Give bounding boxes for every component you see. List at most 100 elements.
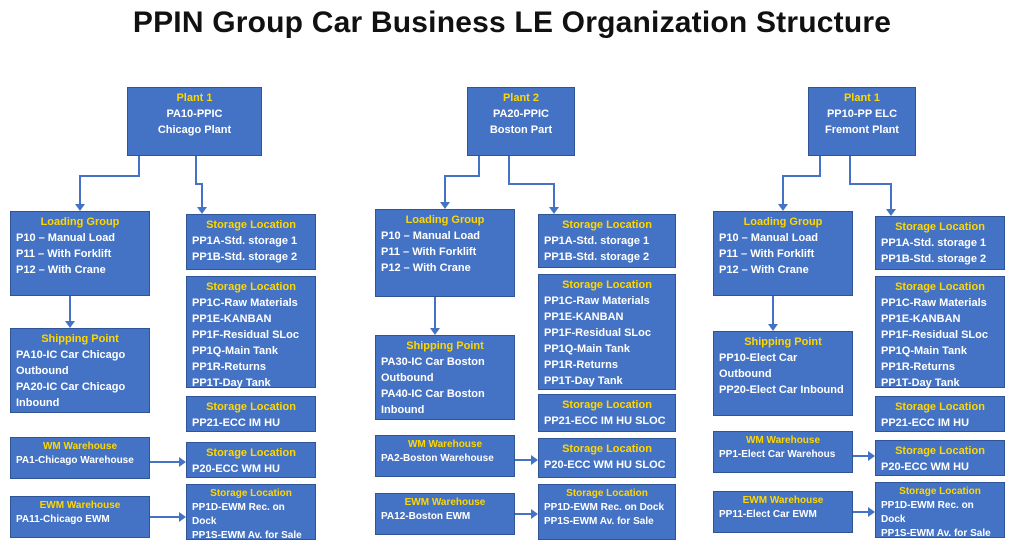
storage-location-box-header: Storage Location <box>566 488 648 499</box>
loading-group-box-header: Loading Group <box>743 216 823 228</box>
wm-warehouse-box-header: WM Warehouse <box>407 439 483 450</box>
plant-to-loading-group-connector <box>79 156 140 209</box>
plant-to-loading-group-connector <box>782 156 821 209</box>
storage-location-box-line: P20-ECC WM HU SLOC <box>544 459 666 471</box>
loading-group-box-header: Loading Group <box>405 214 485 226</box>
loading-group-box-line: P12 – With Crane <box>16 264 106 276</box>
ewm-warehouse-box-line: PA11-Chicago EWM <box>16 514 110 525</box>
storage-location-box-line: PP1Q-Main Tank <box>881 345 967 357</box>
storage-location-box-header: Storage Location <box>206 281 296 293</box>
storage-location-box-header: Storage Location <box>895 281 985 293</box>
plant-box-line: PA10-PPIC <box>166 108 223 120</box>
storage-location-box-line: PP1Q-Main Tank <box>192 345 278 357</box>
storage-location-box-line: PP1B-Std. storage 2 <box>544 251 650 263</box>
storage-location-box-line: PP1S-EWM Av. for Sale <box>192 530 302 541</box>
right-arrow-icon <box>179 512 186 522</box>
plant-to-storage-connector <box>849 156 892 214</box>
shipping-point-box-header: Shipping Point <box>406 340 484 352</box>
storage-location-box-line: PP1D-EWM Rec. on Dock <box>544 502 665 513</box>
wm-warehouse-box-header: WM Warehouse <box>745 435 821 446</box>
plant-box-line: PA20-PPIC <box>492 108 550 120</box>
ewm-warehouse-box-line: PP11-Elect Car EWM <box>719 509 817 520</box>
shipping-point-box-header: Shipping Point <box>744 336 822 348</box>
plant-box-line: PP10-PP ELC <box>826 108 898 120</box>
storage-location-box-line: PP1R-Returns <box>192 361 266 373</box>
storage-location-box-line: PP1C-Raw Materials <box>881 297 987 309</box>
down-arrow-icon <box>768 324 778 331</box>
loading-group-box-line: P10 – Manual Load <box>16 232 116 244</box>
storage-location-box-line: PP1C-Raw Materials <box>192 297 298 309</box>
ewm-warehouse-box-line: PA12-Boston EWM <box>381 511 471 522</box>
right-arrow-icon <box>868 451 875 461</box>
down-arrow-icon <box>197 207 207 214</box>
storage-location-box-line: PP1B-Std. storage 2 <box>881 253 987 265</box>
ewm-warehouse-box-header: EWM Warehouse <box>742 495 824 506</box>
storage-location-box-header: Storage Location <box>206 401 296 413</box>
storage-location-box-header: Storage Location <box>206 447 296 459</box>
plant-box-line: Chicago Plant <box>157 124 232 136</box>
shipping-point-box-line: PA30-IC Car Boston Outbound <box>381 356 485 384</box>
down-arrow-icon <box>778 204 788 211</box>
wm-warehouse-box-line: PA2-Boston Warehouse <box>381 453 494 464</box>
down-arrow-icon <box>549 207 559 214</box>
right-arrow-icon <box>531 455 538 465</box>
right-arrow-icon <box>531 509 538 519</box>
storage-location-box-line: PP1F-Residual SLoc <box>544 327 651 339</box>
shipping-point-box-line: PA20-IC Car Chicago Inbound <box>16 381 126 409</box>
storage-location-box-line: PP1T-Day Tank <box>192 377 271 389</box>
storage-location-box-line: PP21-ECC IM HU SLOC <box>544 415 666 427</box>
storage-location-box-header: Storage Location <box>206 219 296 231</box>
loading-group-box-line: P11 – With Forklift <box>16 248 112 260</box>
right-arrow-icon <box>179 457 186 467</box>
down-arrow-icon <box>886 209 896 216</box>
plant-to-storage-connector <box>195 156 203 212</box>
loading-group-box-line: P11 – With Forklift <box>381 246 477 258</box>
down-arrow-icon <box>430 328 440 335</box>
storage-location-box-header: Storage Location <box>562 219 652 231</box>
storage-location-box-line: PP1B-Std. storage 2 <box>192 251 298 263</box>
storage-location-box-line: PP1T-Day Tank <box>544 375 623 387</box>
plant-box-header: Plant 2 <box>502 92 540 104</box>
wm-warehouse-box-header: WM Warehouse <box>42 441 118 452</box>
storage-location-box-line: PP1E-KANBAN <box>544 311 624 323</box>
storage-location-box-line: PP1Q-Main Tank <box>544 343 630 355</box>
storage-location-box-header: Storage Location <box>562 443 652 455</box>
storage-location-box-header: Storage Location <box>210 488 292 499</box>
plant-box: Plant 1 PA10-PPIC Chicago Plant <box>127 87 262 156</box>
storage-location-box-line: PP1S-EWM Av. for Sale <box>544 516 654 527</box>
storage-location-box-header: Storage Location <box>895 401 985 413</box>
loading-group-box-line: P12 – With Crane <box>719 264 809 276</box>
down-arrow-icon <box>65 321 75 328</box>
storage-location-box-header: Storage Location <box>562 399 652 411</box>
storage-location-box-header: Storage Location <box>562 279 652 291</box>
plant-box-header: Plant 1 <box>176 92 213 104</box>
loading-group-box-line: P10 – Manual Load <box>381 230 481 242</box>
storage-location-box-line: PP1D-EWM Rec. on Dock <box>881 500 974 525</box>
storage-location-box-line: PP1S-EWM Av. for Sale <box>881 528 991 539</box>
ewm-warehouse-box-header: EWM Warehouse <box>404 497 486 508</box>
